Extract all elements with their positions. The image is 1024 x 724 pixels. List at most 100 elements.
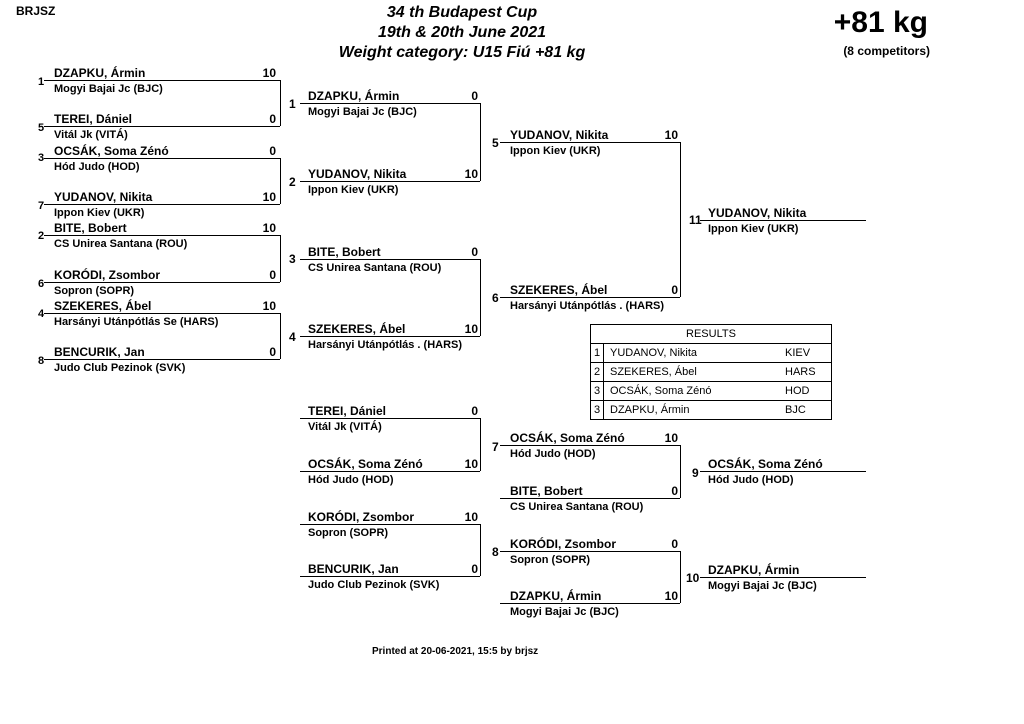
competitor-name: OCSÁK, Soma Zénó [510,431,625,445]
bracket-line [500,297,680,298]
bracket-line [44,359,280,360]
competitor-name: KORÓDI, Zsombor [54,268,161,282]
bracket-line [44,158,280,159]
competitor-score: 10 [464,457,478,471]
bracket-connector [280,80,281,126]
bracket-line [300,103,480,104]
results-table: RESULTS 1 YUDANOV, Nikita KIEV 2 SZEKERE… [590,324,832,420]
competitor-name: TEREI, Dániel [308,404,387,418]
competitor-score: 10 [262,190,276,204]
competitor-name: SZEKERES, Ábel [308,322,406,336]
winner-club: Ippon Kiev (UKR) [708,223,799,235]
seed-number: 2 [38,230,45,242]
competitor-score: 10 [262,299,276,313]
competitor-club: Vitál Jk (VITÁ) [308,421,382,433]
bracket-line [300,336,480,337]
competitor-club: Ippon Kiev (UKR) [54,207,145,219]
bracket-connector [280,235,281,282]
bracket-line [700,577,866,578]
result-club: HARS [785,366,816,378]
match-number: 7 [492,440,499,454]
competitor-count: (8 competitors) [843,44,930,58]
bracket-line [300,471,480,472]
match-number: 5 [492,136,499,150]
bronze-winner-name: DZAPKU, Ármin [708,563,800,577]
competitor-club: CS Unirea Santana (ROU) [308,262,442,274]
result-place: 1 [591,344,604,362]
bracket-connector [680,142,681,297]
competitor-name: YUDANOV, Nikita [510,128,609,142]
match-number: 8 [492,545,499,559]
results-row: 3 DZAPKU, Ármin BJC [591,400,831,419]
competitor-club: Hód Judo (HOD) [510,448,596,460]
competitor-name: YUDANOV, Nikita [308,167,407,181]
results-row: 2 SZEKERES, Ábel HARS [591,362,831,381]
bracket-connector [480,524,481,576]
bracket-connector [680,551,681,603]
competitor-score: 10 [464,322,478,336]
bracket-line [500,142,680,143]
bracket-line [500,498,680,499]
seed-number: 5 [38,122,45,134]
results-heading: RESULTS [591,325,831,344]
competitor-club: Mogyi Bajai Jc (BJC) [308,106,417,118]
competitor-score: 10 [262,66,276,80]
competitor-score: 10 [464,510,478,524]
bracket-line [500,551,680,552]
competitor-name: DZAPKU, Ármin [54,66,146,80]
competitor-name: BENCURIK, Jan [308,562,399,576]
bronze-winner-club: Hód Judo (HOD) [708,474,794,486]
bracket-connector [280,158,281,204]
competitor-club: Ippon Kiev (UKR) [510,145,601,157]
competitor-score: 10 [262,221,276,235]
competitor-club: Hód Judo (HOD) [54,161,140,173]
results-row: 3 OCSÁK, Soma Zénó HOD [591,381,831,400]
organizer-label: BRJSZ [16,4,56,18]
match-number: 2 [289,175,296,189]
competitor-club: Ippon Kiev (UKR) [308,184,399,196]
match-number: 9 [692,466,699,480]
competitor-score: 0 [471,89,478,103]
result-club: KIEV [785,347,811,359]
competitor-club: Judo Club Pezinok (SVK) [54,362,186,374]
competitor-score: 0 [269,268,276,282]
competitor-name: BITE, Bobert [54,221,127,235]
bracket-line [300,418,480,419]
competitor-name: BENCURIK, Jan [54,345,145,359]
bracket-line [44,313,280,314]
competitor-score: 0 [671,537,678,551]
seed-number: 6 [38,278,45,290]
competitor-score: 10 [664,128,678,142]
competitor-name: KORÓDI, Zsombor [510,537,617,551]
bracket-line [44,126,280,127]
result-name: YUDANOV, Nikita [610,347,698,359]
competitor-club: Judo Club Pezinok (SVK) [308,579,440,591]
match-number: 4 [289,330,296,344]
seed-number: 7 [38,200,45,212]
competitor-score: 0 [671,283,678,297]
result-club: BJC [785,404,806,416]
bracket-line [700,220,866,221]
results-row: 1 YUDANOV, Nikita KIEV [591,344,831,362]
bracket-line [44,204,280,205]
bracket-line [500,445,680,446]
bracket-line [300,576,480,577]
result-place: 2 [591,363,604,381]
bracket-line [44,235,280,236]
competitor-name: SZEKERES, Ábel [510,283,608,297]
weight-category-title: Weight category: U15 Fiú +81 kg [338,44,586,61]
bracket-connector [480,103,481,181]
competitor-club: Hód Judo (HOD) [308,474,394,486]
competitor-club: Mogyi Bajai Jc (BJC) [54,83,163,95]
bracket-line [300,259,480,260]
result-place: 3 [591,401,604,419]
competitor-name: YUDANOV, Nikita [54,190,153,204]
competitor-club: Vitál Jk (VITÁ) [54,129,128,141]
competitor-club: Mogyi Bajai Jc (BJC) [510,606,619,618]
match-number: 11 [689,213,702,227]
competitor-name: SZEKERES, Ábel [54,299,152,313]
bracket-connector [280,313,281,359]
competitor-club: CS Unirea Santana (ROU) [510,501,644,513]
competitor-score: 0 [269,144,276,158]
competitor-club: CS Unirea Santana (ROU) [54,238,188,250]
